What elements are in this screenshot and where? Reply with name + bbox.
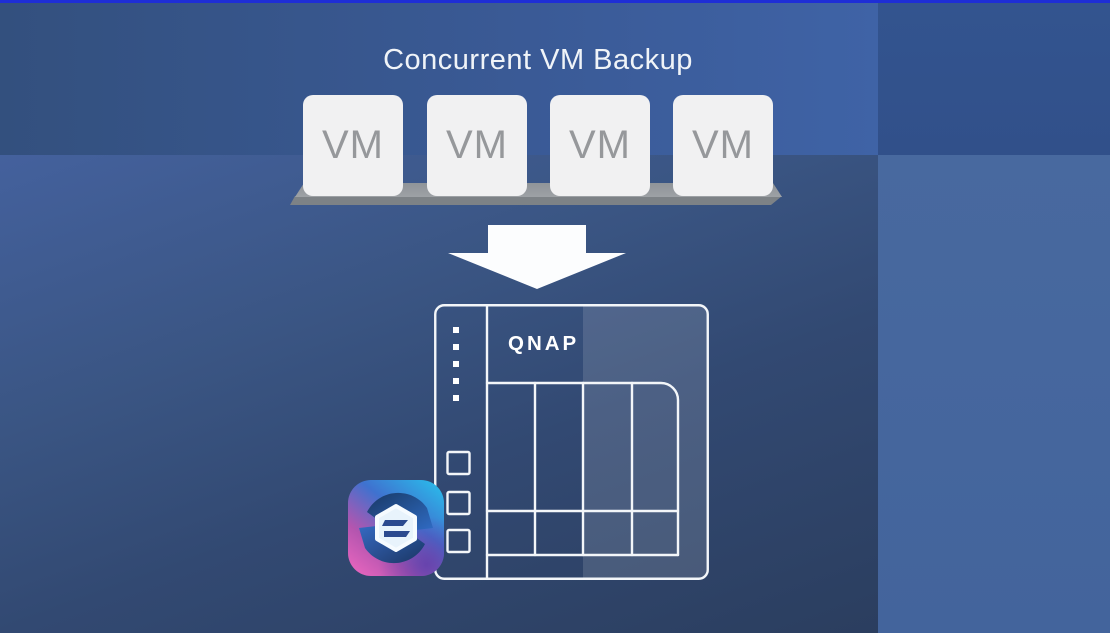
nas-outline xyxy=(434,304,709,580)
nas-led xyxy=(453,327,459,333)
top-accent-strip xyxy=(0,0,1110,3)
backup-app-icon xyxy=(348,480,444,576)
background-top-right xyxy=(878,3,1110,155)
background-bottom-right xyxy=(878,155,1110,633)
nas-highlight-overlay xyxy=(583,305,708,579)
nas-led xyxy=(453,395,459,401)
nas-brand-logo: QNAP xyxy=(508,332,579,355)
nas-panel-button xyxy=(446,450,471,476)
platform-bar xyxy=(295,183,782,197)
vm-box: VM xyxy=(550,95,650,196)
nas-led xyxy=(453,378,459,384)
vm-box: VM xyxy=(427,95,527,196)
page-title: Concurrent VM Backup xyxy=(383,44,693,76)
vm-box: VM xyxy=(673,95,773,196)
nas-device-drawing: QNAP xyxy=(434,304,709,580)
hexagon-box-icon xyxy=(375,504,417,552)
nas-panel-button xyxy=(446,528,471,554)
hexagon-layer-glyph xyxy=(382,520,408,526)
nas-led xyxy=(453,344,459,350)
hexagon-layer-glyph xyxy=(384,531,410,537)
nas-bay-frame xyxy=(485,381,680,557)
nas-panel-button xyxy=(446,490,471,516)
platform-shadow xyxy=(290,196,782,205)
vm-box: VM xyxy=(303,95,403,196)
nas-led xyxy=(453,361,459,367)
